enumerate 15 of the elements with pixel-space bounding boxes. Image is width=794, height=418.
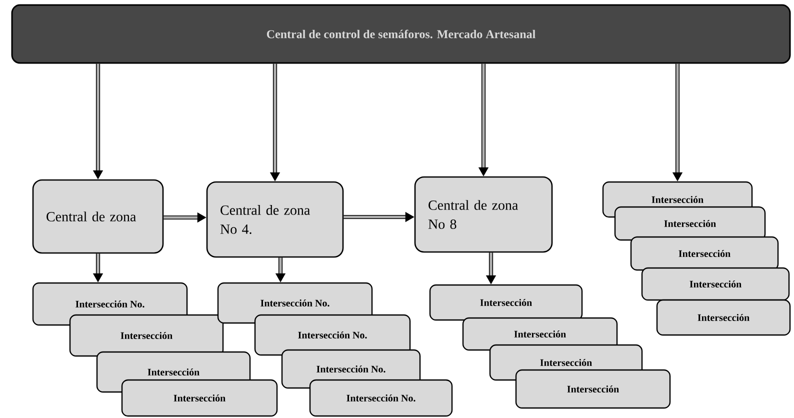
- process-box: Intersección: [641, 267, 790, 301]
- process-box: Intersección: [656, 299, 791, 336]
- process-box: Intersección: [614, 206, 766, 241]
- process-box: Intersección: [429, 284, 583, 321]
- process-box: Central de zona: [32, 179, 164, 254]
- process-box: Intersección: [515, 369, 671, 409]
- process-box: Intersección: [69, 314, 224, 357]
- process-box: Intersección: [121, 379, 278, 417]
- process-box: Central de zona No 4.: [206, 181, 344, 258]
- process-box: Intersección No.: [254, 314, 411, 356]
- header-bar: Central de control de semáforos. Mercado Artesanal: [11, 4, 791, 64]
- process-box: Central de zona No 8: [414, 176, 553, 253]
- process-box: Intersección: [630, 236, 779, 271]
- node-label: Intersección: [678, 250, 730, 258]
- process-box: Intersección No.: [309, 379, 453, 417]
